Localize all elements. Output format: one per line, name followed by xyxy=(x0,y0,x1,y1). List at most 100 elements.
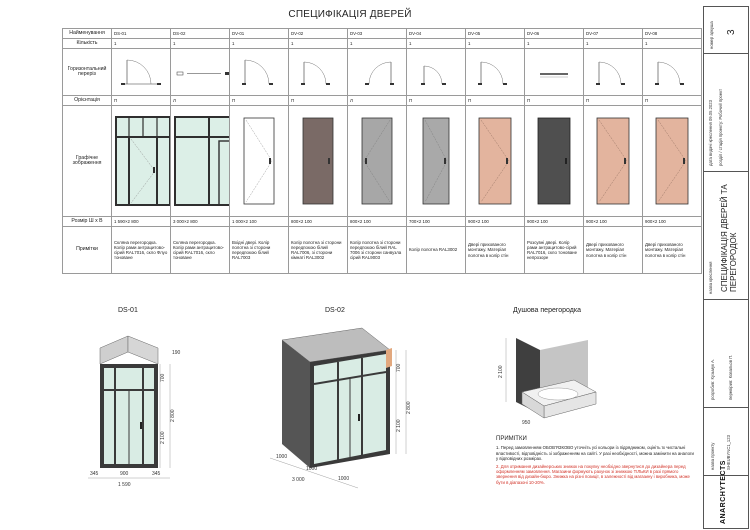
tb-drawing: назва креслення СПЕЦИФІКАЦІЯ ДВЕРЕЙ ТА П… xyxy=(704,171,748,300)
tb-people: розробив: Кузьмук А. перевірив: Ковальов… xyxy=(704,299,748,408)
cell-note: Двері прихованого монтажу. Матеріал поло… xyxy=(642,226,702,274)
plan-cell xyxy=(111,48,171,96)
row-label-name: Найменування xyxy=(62,28,112,39)
door-plan-swing-icon xyxy=(655,61,684,85)
cell-note: Колір полотна зі сторони передпокою біли… xyxy=(347,226,407,274)
plan-cell xyxy=(288,48,348,96)
cell-note: Двері прихованого монтажу. Матеріал поло… xyxy=(465,226,525,274)
tb-drawing-name: СПЕЦИФІКАЦІЯ ДВЕРЕЙ ТА ПЕРЕГОРОДОК xyxy=(720,184,738,292)
cell-orientation: П xyxy=(229,95,289,106)
shower-axonometric: 2 100 950 xyxy=(498,338,597,426)
cell-name: DV-04 xyxy=(406,28,466,39)
door-spec-table: Найменування DS-01 DS-02 DV-01 DV-02 DV-… xyxy=(62,28,702,274)
cell-size: 1 590×2 800 xyxy=(111,216,171,227)
cell-name: DS-01 xyxy=(111,28,171,39)
plan-cell xyxy=(583,48,643,96)
cell-note: Колір полотна RAL3002 xyxy=(406,226,466,274)
cell-orientation: П xyxy=(288,95,348,106)
cell-note: Двері прихованого монтажу. Матеріал поло… xyxy=(583,226,643,274)
sliding-door-plan-icon xyxy=(540,73,568,78)
plan-cell xyxy=(406,48,466,96)
cell-size: 900×2 100 xyxy=(524,216,584,227)
notes-block: ПРИМІТКИ 1. Перед замовленням ОБОВ'ЯЗКОВ… xyxy=(496,436,694,485)
cell-size: 900×2 100 xyxy=(465,216,525,227)
elevation-cell xyxy=(465,105,525,217)
door-leaf xyxy=(361,117,393,205)
door-plan-swing-icon xyxy=(242,59,273,85)
tb-meta: дата видачі креслення 09.05.2023 розділ … xyxy=(704,53,748,172)
cell-orientation: П xyxy=(111,95,171,106)
tb-phase: розділ / стадія проекту: Робочий проект xyxy=(718,88,723,166)
elevation-cell xyxy=(406,105,466,217)
dim-text: 2 100 xyxy=(498,365,504,378)
dim-text: 700 xyxy=(160,373,166,382)
cell-name: DV-06 xyxy=(524,28,584,39)
elevation-cell xyxy=(583,105,643,217)
elevation-cell xyxy=(524,105,584,217)
cell-name: DV-03 xyxy=(347,28,407,39)
cell-name: DV-08 xyxy=(642,28,702,39)
cell-qty: 1 xyxy=(583,38,643,49)
door-plan-swing-icon xyxy=(121,59,161,85)
tb-logo: ANARCHYTECTS xyxy=(704,460,748,528)
door-plan-swing-icon xyxy=(596,61,625,85)
dim-text: 2 100 xyxy=(160,431,166,444)
cell-orientation: Л xyxy=(170,95,230,106)
door-plan-swing-icon xyxy=(421,65,446,85)
dim-text: 1 590 xyxy=(118,482,131,488)
door-leaf xyxy=(243,117,275,205)
sheet-title: СПЕЦИФІКАЦІЯ ДВЕРЕЙ xyxy=(288,9,412,20)
cell-size: 700×2 100 xyxy=(406,216,466,227)
plan-cell xyxy=(524,48,584,96)
cell-name: DV-02 xyxy=(288,28,348,39)
partition-plan-icon xyxy=(176,71,229,76)
tb-sheet-number: 3 xyxy=(726,29,737,35)
elevation-cell xyxy=(229,105,289,217)
cell-orientation: Л xyxy=(347,95,407,106)
cell-note: Вхідні двері. Колір полотна зі сторони п… xyxy=(229,226,289,274)
cell-orientation: П xyxy=(524,95,584,106)
dim-text: 190 xyxy=(172,350,181,356)
row-qty: Кількість 1 1 1 1 1 1 1 1 1 1 xyxy=(62,38,702,49)
cell-qty: 1 xyxy=(288,38,348,49)
dim-text: 1000 xyxy=(306,466,317,472)
cell-qty: 1 xyxy=(465,38,525,49)
notes-line-2: 2. Для отримання дизайнерських знижок на… xyxy=(496,463,690,485)
elevation-cell xyxy=(288,105,348,217)
cell-qty: 1 xyxy=(406,38,466,49)
title-block: номер аркуша 3 дата видачі креслення 09.… xyxy=(703,6,749,529)
row-name: Найменування DS-01 DS-02 DV-01 DV-02 DV-… xyxy=(62,28,702,39)
cell-note: Колір полотна зі сторони передпокою біли… xyxy=(288,226,348,274)
notes-line-1: 1. Перед замовленням ОБОВ'ЯЗКОВО уточніт… xyxy=(496,445,694,462)
dim-text: 345 xyxy=(90,471,99,477)
ds01-elevation xyxy=(115,116,170,206)
dim-text: 345 xyxy=(152,471,161,477)
tb-sheet-label: номер аркуша xyxy=(709,21,714,49)
cell-note: Скляна перегородка. Колір рами антрацито… xyxy=(111,226,171,274)
company-logo: ANARCHYTECTS xyxy=(720,460,727,524)
row-label-image: Графічне зображення xyxy=(62,105,112,217)
ds02-elevation xyxy=(174,116,229,206)
view-label-shower: Душова перегородка xyxy=(513,307,581,314)
view-label-ds01: DS-01 xyxy=(118,307,138,314)
cell-qty: 1 xyxy=(229,38,289,49)
plan-cell xyxy=(170,48,230,96)
door-plan-swing-icon xyxy=(365,61,394,85)
cell-qty: 1 xyxy=(524,38,584,49)
dim-text: 3 000 xyxy=(292,477,305,483)
door-leaf xyxy=(302,117,334,205)
cell-size: 900×2 100 xyxy=(642,216,702,227)
cell-size: 3 000×2 800 xyxy=(170,216,230,227)
elevation-cell xyxy=(111,105,171,217)
cell-name: DV-01 xyxy=(229,28,289,39)
ds01-axonometric: 700 2 800 2 100 190 345 900 345 1 590 xyxy=(88,335,181,488)
cell-qty: 1 xyxy=(170,38,230,49)
cell-name: DV-05 xyxy=(465,28,525,39)
cell-name: DV-07 xyxy=(583,28,643,39)
dim-text: 950 xyxy=(522,420,531,426)
row-label-notes: Примітки xyxy=(62,226,112,274)
cell-size: 800×2 100 xyxy=(288,216,348,227)
plan-cell xyxy=(465,48,525,96)
row-plan: Горизонтальний переріз xyxy=(62,48,702,96)
